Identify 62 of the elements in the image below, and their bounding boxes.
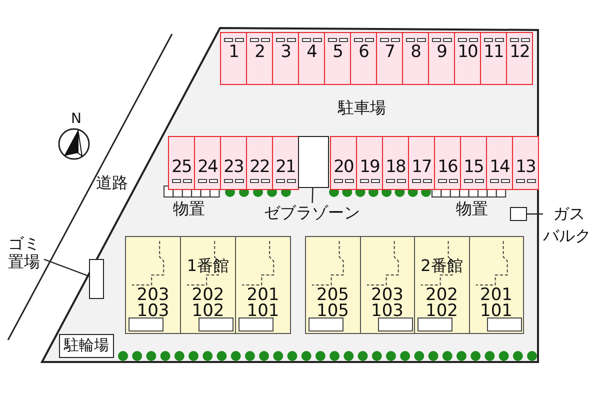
parking-space: 24 [194, 136, 221, 190]
north-label: N [71, 111, 82, 127]
room-number: 203 [136, 287, 170, 303]
gas-label: ガスバルク [543, 203, 595, 247]
parking-space: 17 [408, 136, 435, 190]
parking-space: 21 [272, 136, 299, 190]
storage-label: 物置 [173, 199, 205, 220]
parking-space: 23 [220, 136, 247, 190]
room-number: 201 [246, 287, 280, 303]
room-number: 202 [190, 287, 226, 303]
parking-space: 2 [246, 32, 273, 85]
parking-space: 20 [330, 136, 357, 190]
room-number: 202 [424, 287, 459, 303]
parking-label: 駐車場 [338, 98, 386, 119]
parking-space: 18 [382, 136, 409, 190]
parking-space: 25 [168, 136, 195, 190]
apartment-unit [305, 236, 360, 334]
room-number: 205 [316, 287, 350, 303]
parking-space: 13 [512, 136, 539, 190]
gas-tank-box [510, 207, 527, 221]
storage-label: 物置 [456, 199, 488, 220]
apartment-unit [360, 236, 415, 334]
parking-space: 12 [506, 32, 533, 85]
parking-space: 3 [272, 32, 299, 85]
parking-space: 15 [460, 136, 487, 190]
parking-space: 5 [324, 32, 351, 85]
parking-space: 22 [246, 136, 273, 190]
parking-space: 11 [480, 32, 507, 85]
room-number: 103 [370, 303, 404, 319]
apartment-unit [468, 236, 524, 334]
parking-space: 16 [434, 136, 461, 190]
room-number: 102 [424, 303, 459, 319]
parking-space: 4 [298, 32, 325, 85]
room-number: 101 [246, 303, 280, 319]
apartment-unit [180, 236, 236, 334]
parking-space: 7 [376, 32, 403, 85]
parking-space: 19 [356, 136, 383, 190]
apartment-unit [125, 236, 181, 334]
leader-line [527, 213, 543, 215]
zone-label: ゼブラゾーン [256, 203, 368, 225]
apartment-unit [235, 236, 291, 334]
garbage-area-box [89, 259, 104, 299]
bicycle-parking-box: 駐輪場 [59, 334, 114, 358]
apartment-unit [414, 236, 470, 334]
room-number: 102 [190, 303, 226, 319]
parking-space: 8 [402, 32, 429, 85]
parking-space: 14 [486, 136, 513, 190]
road-label: 道路 [96, 173, 128, 194]
building-label: 2番館 [420, 257, 464, 275]
parking-space: 9 [428, 32, 455, 85]
room-number: 201 [479, 287, 514, 303]
room-number: 101 [479, 303, 514, 319]
room-number: 105 [316, 303, 350, 319]
parking-space: 6 [350, 32, 377, 85]
building-label: 1番館 [186, 257, 230, 275]
parking-space: 10 [454, 32, 481, 85]
room-number: 203 [370, 287, 404, 303]
parking-space: 1 [220, 32, 247, 85]
garbage-label: ゴミ置場 [8, 235, 44, 275]
room-number: 103 [136, 303, 170, 319]
leader-line [312, 188, 314, 204]
zebra-zone-box [298, 136, 329, 188]
